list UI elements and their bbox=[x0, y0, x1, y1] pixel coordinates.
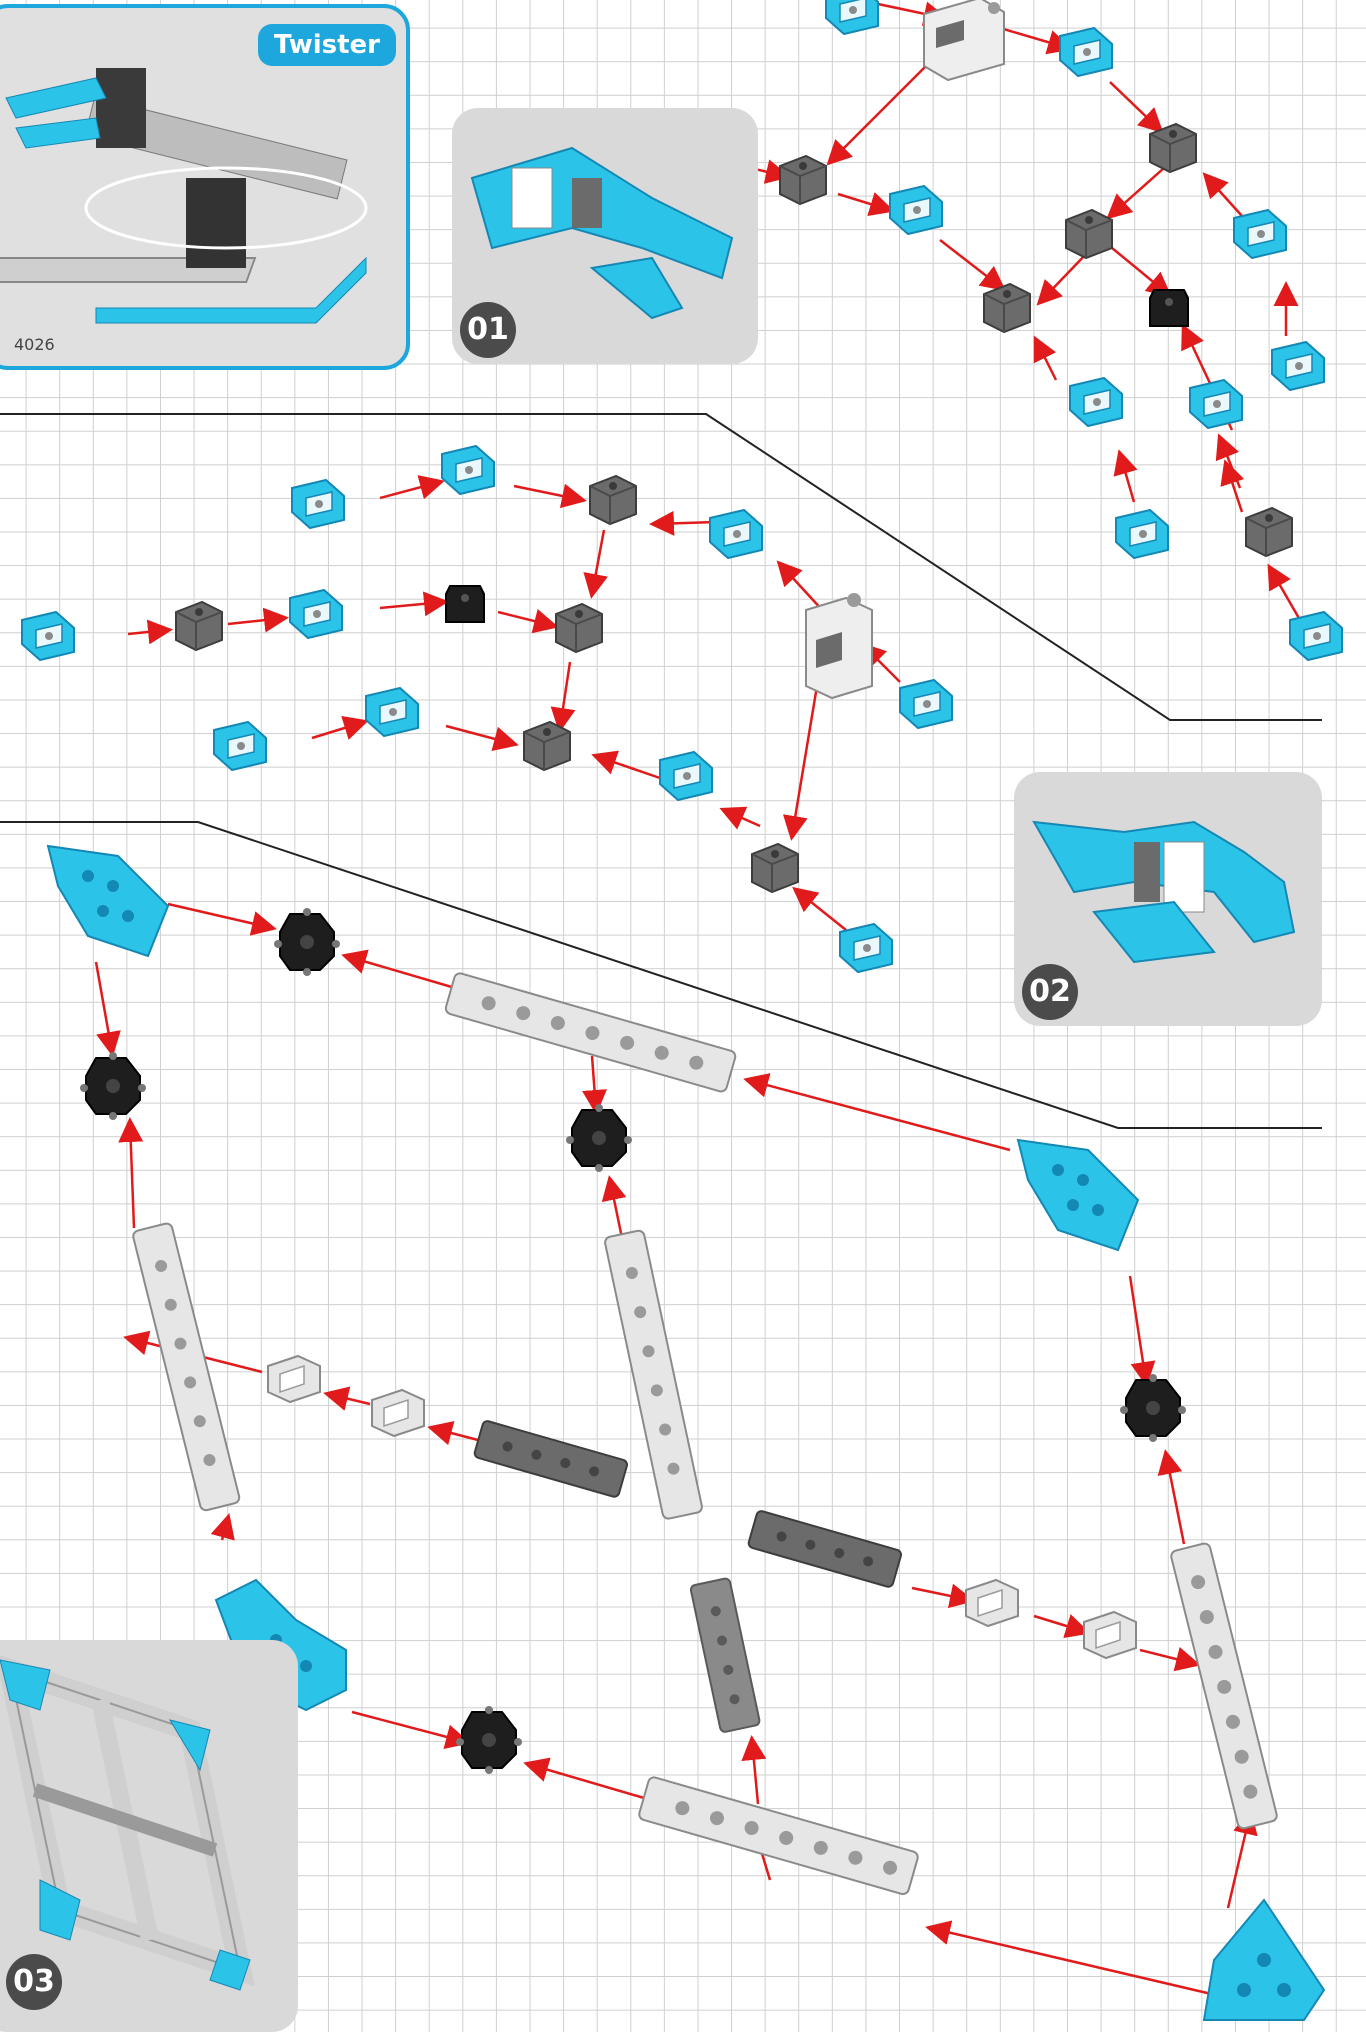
step-01-assembly bbox=[666, 0, 1342, 660]
model-cover-card: Twister 4026 bbox=[0, 4, 410, 370]
model-code: 4026 bbox=[14, 335, 55, 354]
step-number-badge: 02 bbox=[1022, 964, 1078, 1020]
step-03-preview-panel: 03 bbox=[0, 1640, 298, 2032]
model-name-badge: Twister bbox=[258, 24, 396, 66]
step-02-assembly bbox=[22, 446, 952, 972]
step-02-preview-panel: 02 bbox=[1014, 772, 1322, 1026]
step-number-badge: 03 bbox=[6, 1954, 62, 2010]
step-number-badge: 01 bbox=[460, 302, 516, 358]
step-01-preview-panel: 01 bbox=[452, 108, 758, 364]
